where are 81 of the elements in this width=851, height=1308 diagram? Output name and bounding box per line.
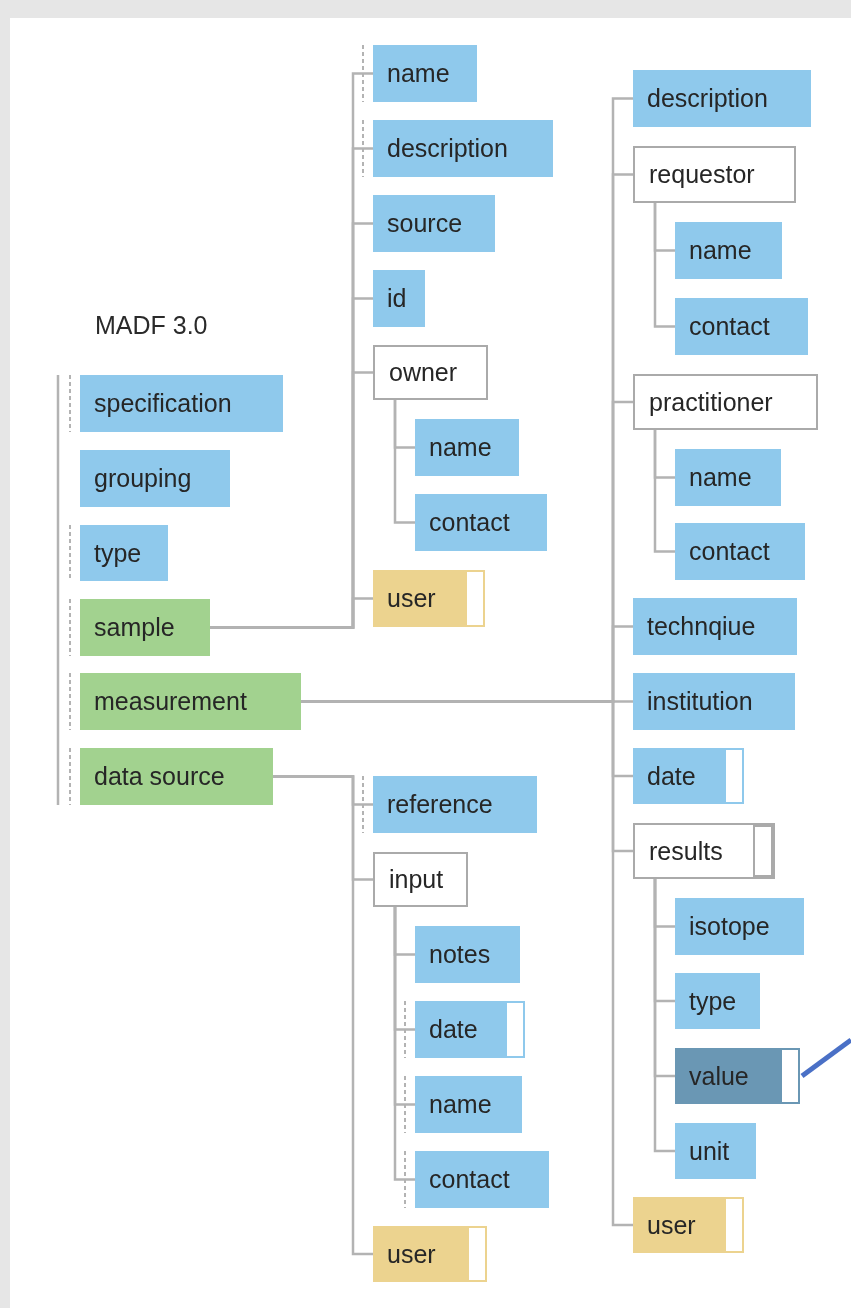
group-box xyxy=(373,345,488,400)
field-box xyxy=(373,45,477,102)
tree-connector xyxy=(653,430,675,553)
field-label: isotope xyxy=(688,914,770,939)
tree-connector xyxy=(210,597,373,629)
field-box xyxy=(633,673,795,730)
group-box xyxy=(633,823,775,879)
field-box xyxy=(415,1076,522,1133)
field-label: notes xyxy=(428,942,491,967)
field-label: results xyxy=(648,838,723,864)
field-label: user xyxy=(386,586,436,611)
highlighted-field-box xyxy=(675,1048,800,1104)
field-box xyxy=(373,776,537,833)
field-box xyxy=(80,375,283,432)
field-label: measurement xyxy=(93,689,247,714)
field-label: description xyxy=(386,136,508,161)
field-box xyxy=(675,222,782,279)
field-box xyxy=(415,494,547,551)
field-label: date xyxy=(428,1017,478,1042)
field-label: name xyxy=(386,61,450,86)
field-box xyxy=(80,450,230,507)
group-box xyxy=(373,852,468,907)
field-box xyxy=(675,973,760,1029)
field-box xyxy=(633,598,797,655)
field-label: name xyxy=(688,238,752,263)
field-label: user xyxy=(646,1212,696,1238)
diagram-title: MADF 3.0 xyxy=(95,311,208,340)
field-box xyxy=(415,419,519,476)
field-label: description xyxy=(646,86,768,111)
field-box xyxy=(80,525,168,581)
field-box xyxy=(415,926,520,983)
user-box xyxy=(373,1226,487,1282)
field-label: owner xyxy=(388,360,458,385)
field-label: sample xyxy=(93,615,175,640)
field-box xyxy=(675,1123,756,1179)
field-label: input xyxy=(388,867,444,892)
field-box xyxy=(415,1001,525,1058)
user-box xyxy=(633,1197,744,1253)
field-label: name xyxy=(428,1092,492,1117)
field-label: type xyxy=(688,988,737,1014)
field-label: technqiue xyxy=(646,614,756,639)
branch-box xyxy=(80,673,301,730)
field-label: source xyxy=(386,211,463,236)
field-box xyxy=(633,748,744,804)
field-label: contact xyxy=(428,1167,510,1192)
field-box xyxy=(675,523,805,580)
field-label: date xyxy=(646,763,696,789)
field-label: user xyxy=(386,1241,436,1267)
field-label: institution xyxy=(646,689,753,714)
tree-connector xyxy=(393,400,415,524)
field-label: type xyxy=(93,540,142,566)
field-box xyxy=(675,298,808,355)
field-box xyxy=(633,70,811,127)
field-label: data source xyxy=(93,764,225,789)
field-box xyxy=(675,898,804,955)
group-box xyxy=(633,374,818,430)
field-label: grouping xyxy=(93,466,192,491)
field-label: contact xyxy=(428,510,510,535)
field-label: name xyxy=(688,465,752,490)
field-label: specification xyxy=(93,391,232,416)
field-label: value xyxy=(688,1063,749,1089)
field-label: requestor xyxy=(648,162,755,187)
user-box xyxy=(373,570,485,627)
field-box xyxy=(675,449,781,506)
tree-connector xyxy=(653,203,675,328)
field-box xyxy=(415,1151,549,1208)
field-label: id xyxy=(386,286,407,311)
branch-box xyxy=(80,748,273,805)
field-label: practitioner xyxy=(648,389,773,415)
field-label: reference xyxy=(386,792,493,817)
field-label: contact xyxy=(688,539,770,564)
field-label: contact xyxy=(688,314,770,339)
branch-box xyxy=(80,599,210,656)
tree-connector xyxy=(653,879,675,1153)
field-box xyxy=(373,195,495,252)
field-box xyxy=(373,120,553,177)
field-label: unit xyxy=(688,1138,730,1164)
field-box xyxy=(373,270,425,327)
field-label: name xyxy=(428,435,492,460)
tree-connector xyxy=(393,907,415,1181)
group-box xyxy=(633,146,796,203)
